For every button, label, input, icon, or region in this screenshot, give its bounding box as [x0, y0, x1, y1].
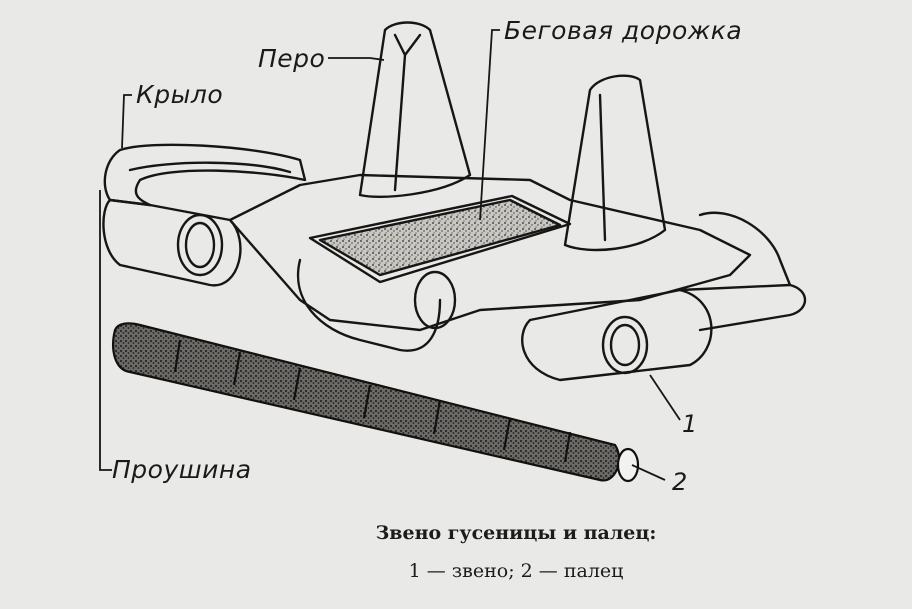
label-number-1: 1	[682, 410, 698, 438]
label-pero: Перо	[258, 44, 326, 73]
right-wing	[678, 283, 807, 332]
left-wing	[103, 143, 307, 207]
caption-title: Звено гусеницы и палец:	[375, 522, 657, 544]
label-begovaya-dorozhka: Беговая дорожка	[504, 16, 743, 45]
rear-horn	[563, 74, 667, 252]
label-krylo: Крыло	[136, 80, 224, 109]
left-eyelet	[102, 198, 242, 287]
tread	[318, 198, 562, 277]
right-eyelet	[521, 288, 713, 382]
guide-horn	[358, 21, 472, 198]
link-body	[228, 173, 752, 332]
label-proushina: Проушина	[112, 455, 252, 484]
caption-legend: 1 — звено; 2 — палец	[408, 560, 624, 582]
label-number-2: 2	[672, 468, 688, 496]
track-pin	[112, 322, 640, 483]
